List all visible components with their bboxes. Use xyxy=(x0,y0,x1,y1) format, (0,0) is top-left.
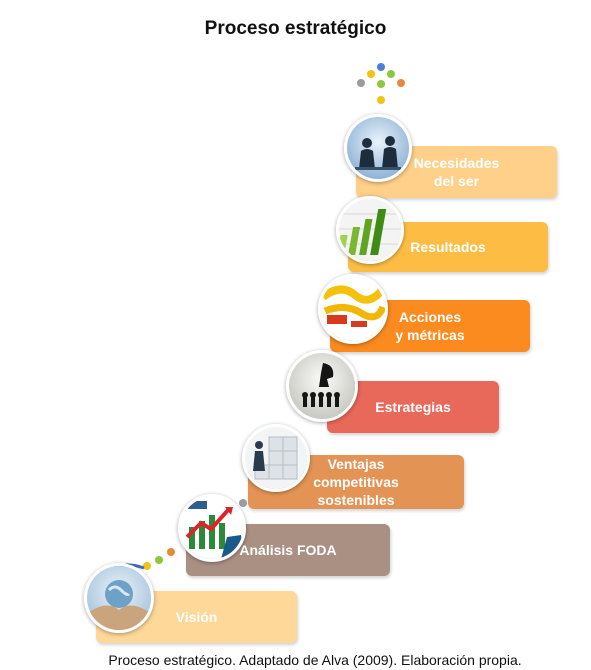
dot-green xyxy=(155,556,163,564)
chess-strategy-image xyxy=(286,350,358,422)
step-label: Análisis FODA xyxy=(239,542,337,558)
dot-grey xyxy=(239,499,247,507)
diagram-title: Proceso estratégico xyxy=(204,18,387,39)
step-label: Necesidades del ser xyxy=(413,155,500,189)
step-label: Ventajas competitivas sostenibles xyxy=(313,456,399,508)
puzzle-building-image xyxy=(242,424,310,492)
measuring-tape-image xyxy=(318,274,388,344)
growth-bar-chart-image xyxy=(336,196,404,264)
globe-in-hands-image xyxy=(84,563,154,633)
meeting-silhouettes-image xyxy=(344,114,412,182)
foda-chart-image xyxy=(178,494,246,562)
dot-orange xyxy=(167,548,175,556)
step-label: Estrategias xyxy=(375,399,451,415)
dot-blue xyxy=(377,63,385,71)
step-label: Acciones y métricas xyxy=(395,309,465,343)
dot-green xyxy=(387,70,395,78)
dot-orange xyxy=(397,79,405,87)
dot-yellow xyxy=(367,70,375,78)
dot-grey xyxy=(357,79,365,87)
step-label: Visión xyxy=(175,609,218,625)
dot-yellow xyxy=(377,96,385,104)
dot-green xyxy=(377,80,385,88)
dot-yellow xyxy=(143,562,151,570)
step-label: Resultados xyxy=(410,239,486,255)
figure-caption: Proceso estratégico. Adaptado de Alva (2… xyxy=(108,652,522,668)
